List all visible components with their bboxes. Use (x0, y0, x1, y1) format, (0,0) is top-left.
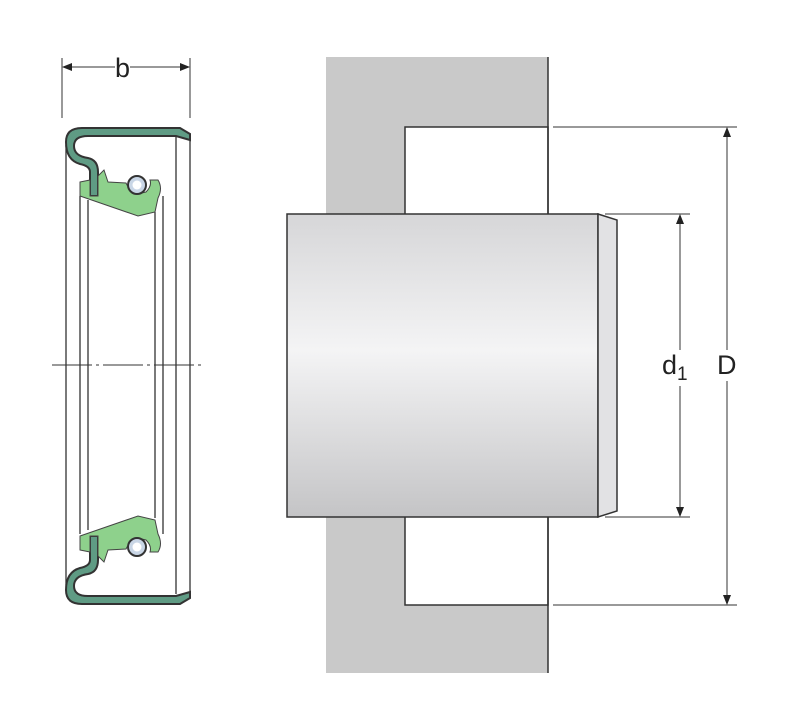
label-d1: d1 (662, 350, 688, 386)
label-D: D (716, 350, 738, 381)
seal-top-half (65, 127, 191, 217)
shaft (286, 212, 618, 519)
label-b: b (115, 53, 131, 83)
seal-cross-section (52, 127, 202, 605)
seal-bottom-half (65, 515, 191, 605)
label-d1-subscript: 1 (677, 364, 688, 385)
label-d1-main: d (662, 350, 678, 380)
